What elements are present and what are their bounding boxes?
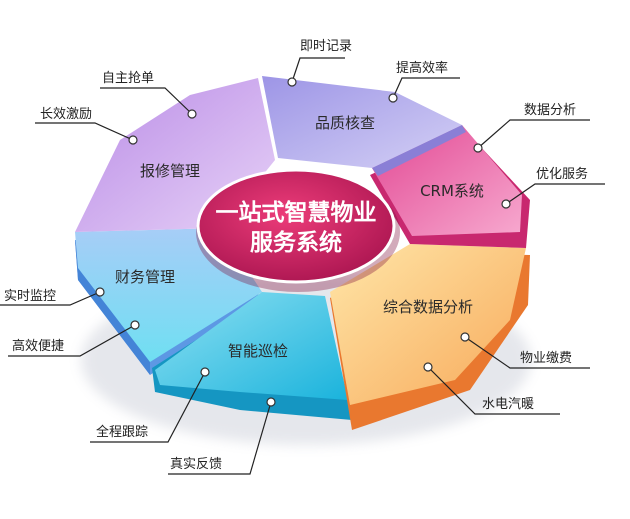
callout-dot [473,143,483,153]
callout-text: 自主抢单 [102,70,154,86]
segment-label-crm: CRM系统 [420,182,484,200]
callout-data-analysis: 数据分析 [473,103,590,153]
callout-text: 数据分析 [524,103,576,118]
callout-text: 优化服务 [536,166,588,182]
callout-dot [388,93,398,103]
callout-instant-record: 即时记录 [287,39,352,87]
callout-realtime-monitor: 实时监控 [0,287,105,306]
callout-text: 水电汽暖 [482,397,534,412]
callout-text: 长效激励 [40,107,92,122]
callout-property-fee: 物业缴费 [460,332,590,369]
callout-dot [460,332,470,342]
segment-finance[interactable]: 财务管理 [75,228,262,375]
hub-title-line1: 一站式智慧物业 [216,199,377,226]
callout-dot [266,397,276,407]
segment-data-analysis[interactable]: 综合数据分析 [330,244,530,430]
callout-self-order: 自主抢单 [100,70,197,119]
callout-full-tracking: 全程跟踪 [90,367,210,443]
hub-title-line2: 服务系统 [250,229,342,256]
callout-efficient-convenient: 高效便捷 [8,320,140,357]
callout-dot [130,320,140,330]
callout-text: 提高效率 [396,60,448,76]
callout-utilities: 水电汽暖 [423,362,560,415]
callout-long-term-incentive: 长效激励 [35,107,138,145]
segment-label-finance: 财务管理 [115,268,175,286]
callout-real-feedback: 真实反馈 [168,397,276,475]
central-hub: 一站式智慧物业 服务系统 [196,168,400,292]
callout-dot [423,362,433,372]
callout-optimize-service: 优化服务 [501,166,605,209]
segment-quality[interactable]: 品质核查 [262,76,466,176]
callout-dot [200,367,210,377]
callout-dot [501,199,511,209]
callout-dot [95,287,105,297]
callout-dot [187,109,197,119]
callout-dot [287,77,297,87]
segment-label-quality: 品质核查 [315,114,375,132]
callout-text: 高效便捷 [12,338,64,354]
segment-label-inspection: 智能巡检 [228,342,288,360]
callout-text: 实时监控 [4,289,56,304]
segment-label-repair: 报修管理 [140,162,200,180]
callout-text: 即时记录 [300,39,352,54]
callout-text: 真实反馈 [170,457,222,472]
callout-improve-efficiency: 提高效率 [388,60,460,103]
callout-text: 全程跟踪 [96,424,148,440]
callout-text: 物业缴费 [520,351,572,366]
segment-label-data-analysis: 综合数据分析 [383,298,473,316]
callout-dot [128,135,138,145]
